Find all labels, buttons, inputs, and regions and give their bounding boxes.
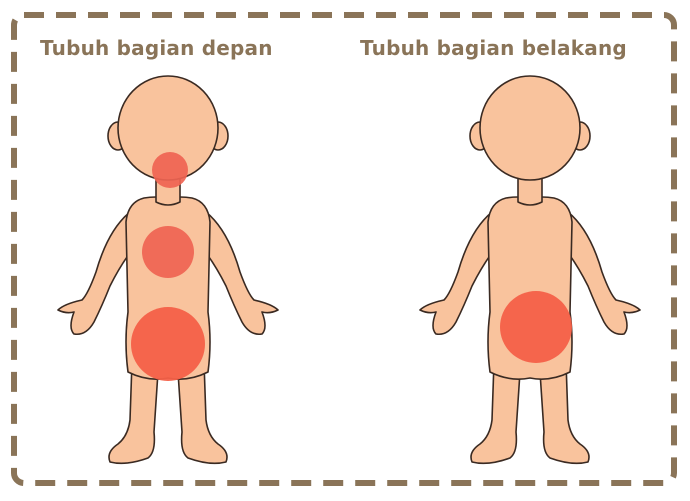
lower-back-spot xyxy=(500,291,572,363)
left-arm xyxy=(420,212,494,334)
back-body-figure xyxy=(410,72,650,472)
chest-spot xyxy=(142,226,194,278)
lower-abdomen-spot xyxy=(131,307,205,381)
left-arm xyxy=(58,212,132,334)
head xyxy=(480,76,580,180)
neck-spot xyxy=(152,152,188,188)
body-silhouette xyxy=(420,76,640,463)
front-body-figure xyxy=(48,72,288,472)
back-body-title: Tubuh bagian belakang xyxy=(360,38,627,58)
front-body-title: Tubuh bagian depan xyxy=(40,38,273,58)
right-arm xyxy=(204,212,278,334)
right-arm xyxy=(566,212,640,334)
